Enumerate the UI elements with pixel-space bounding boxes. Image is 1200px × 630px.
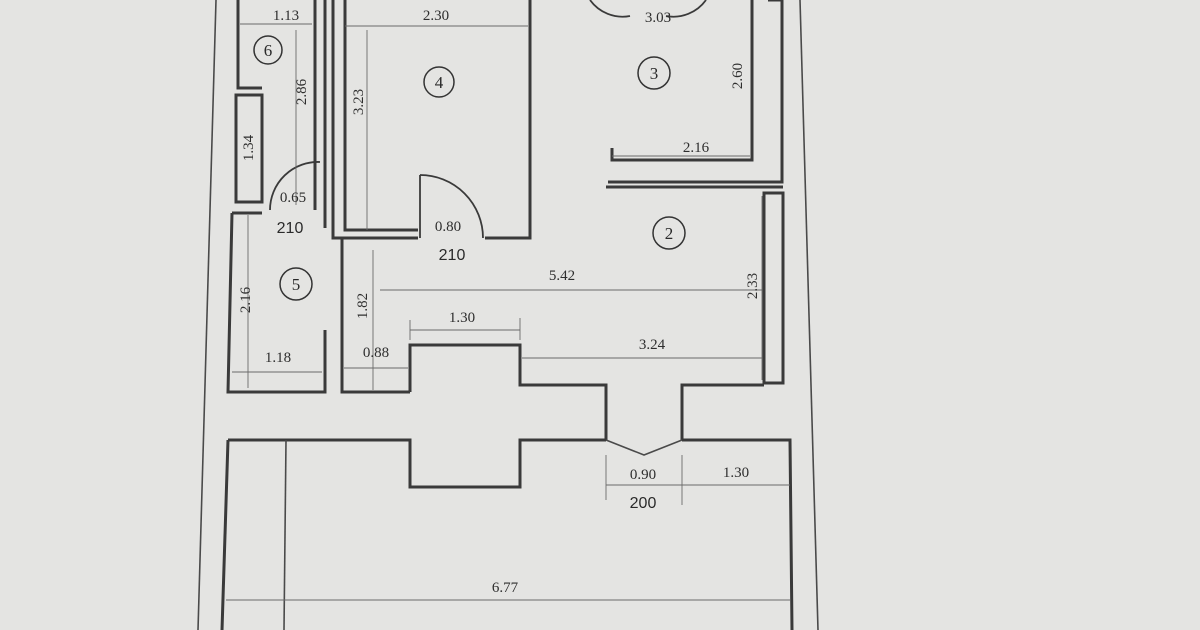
dim-door-06-height: 210 — [277, 220, 304, 237]
walls — [220, 0, 794, 630]
dim-r2-height: 2.33 — [745, 273, 761, 299]
dim-r4-width: 2.30 — [423, 8, 449, 24]
dim-entry-right: 1.30 — [723, 465, 749, 481]
dim-door-08-height: 210 — [439, 247, 466, 264]
dim-entry-width: 0.90 — [630, 467, 656, 483]
dim-hall-width: 0.88 — [363, 345, 389, 361]
room-markers: 6 4 3 2 5 — [253, 35, 686, 301]
dim-niche-width: 1.30 — [449, 310, 475, 326]
dim-r4-height: 3.23 — [351, 89, 367, 115]
dim-door-06: 0.65 — [280, 190, 306, 206]
room-number: 5 — [292, 275, 301, 294]
dim-r3-bottom: 2.16 — [683, 140, 710, 156]
dim-door-08: 0.80 — [435, 219, 461, 235]
dim-r2-lower: 3.24 — [639, 337, 666, 353]
dimension-lines — [226, 23, 790, 601]
dim-entry-height: 200 — [630, 495, 657, 512]
room-number: 2 — [665, 224, 674, 243]
dim-r5-width: 1.18 — [265, 350, 291, 366]
doors — [269, 0, 707, 239]
dim-r3-width: 3.03 — [645, 10, 671, 26]
room-number: 4 — [435, 73, 444, 92]
dim-r6-width: 1.13 — [273, 8, 299, 24]
room-marker-5: 5 — [279, 267, 313, 301]
dim-r5-height: 2.16 — [238, 286, 254, 313]
dimension-labels: 1.13 2.86 2.30 3.23 3.03 2.60 2.16 1.34 … — [238, 8, 761, 596]
room-marker-4: 4 — [423, 66, 455, 98]
dim-r2-width: 5.42 — [549, 268, 575, 284]
room-marker-6: 6 — [253, 35, 283, 65]
dim-r3-height: 2.60 — [730, 63, 746, 89]
dim-corridor-left: 1.34 — [241, 134, 257, 161]
dim-loggia-width: 6.77 — [492, 580, 519, 596]
outer-frame — [197, 0, 819, 630]
room-number: 6 — [264, 41, 273, 60]
dim-hall-height: 1.82 — [355, 293, 371, 319]
dim-r6-height: 2.86 — [294, 78, 310, 105]
room-marker-3: 3 — [637, 56, 671, 90]
room-number: 3 — [650, 64, 659, 83]
room-marker-2: 2 — [652, 216, 686, 250]
